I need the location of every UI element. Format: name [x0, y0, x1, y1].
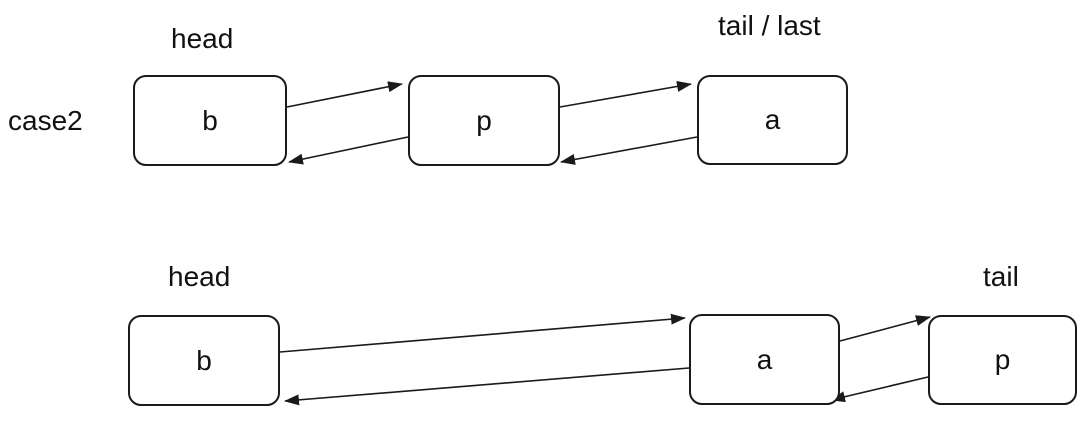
- arrow-row1-p-next-a: [559, 81, 692, 108]
- row1-node-b: b: [133, 75, 287, 166]
- arrow-row2-a-next-p: [839, 315, 931, 342]
- row1-node-b-label: b: [202, 104, 218, 136]
- row2-node-a: a: [689, 314, 840, 405]
- arrow-row2-b-next-a: [279, 313, 686, 353]
- row2-node-b-label: b: [196, 344, 212, 376]
- row1-node-p: p: [408, 75, 560, 166]
- row1-node-p-label: p: [476, 104, 492, 136]
- arrow-row1-p-prev-b: [288, 136, 409, 165]
- row1-node-a-label: a: [764, 104, 781, 135]
- row2-node-p: p: [928, 315, 1077, 405]
- row1-node-a: a: [697, 75, 848, 165]
- row2-tail-label: tail: [983, 261, 1019, 292]
- arrow-row1-a-prev-p: [560, 136, 698, 165]
- row1-head-label: head: [171, 23, 234, 54]
- row2-head-label: head: [168, 261, 231, 292]
- row2-node-a-label: a: [756, 343, 773, 375]
- case-label: case2: [8, 105, 83, 136]
- row2-node-b: b: [128, 315, 280, 406]
- arrow-row2-p-prev-a: [830, 376, 929, 403]
- row1-tail-last-label: tail / last: [718, 10, 821, 41]
- arrow-row2-a-prev-b: [284, 367, 690, 406]
- row2-node-p-label: p: [994, 344, 1011, 375]
- arrow-row1-b-next-p: [286, 81, 403, 108]
